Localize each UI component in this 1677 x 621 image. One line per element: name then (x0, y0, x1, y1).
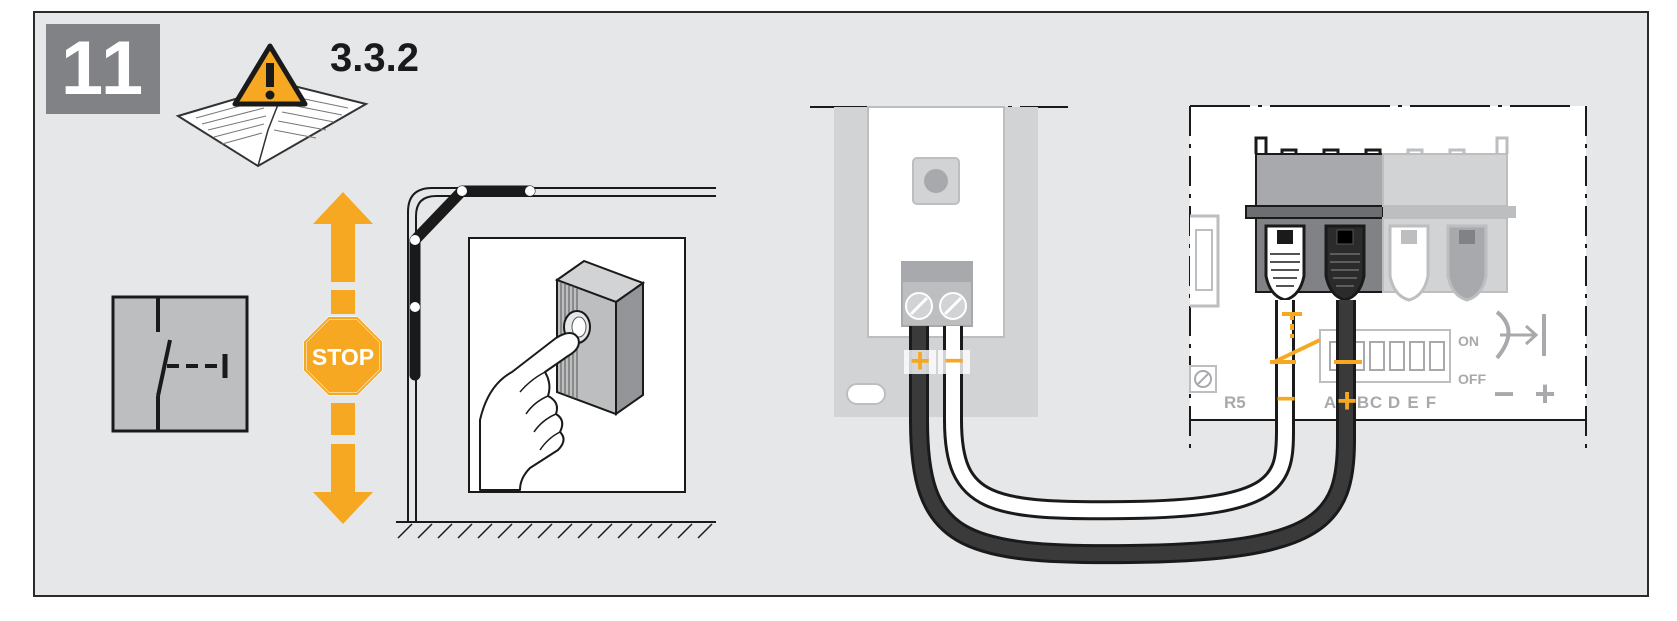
section-reference: 3.3.2 (330, 36, 419, 80)
push-button-icon[interactable] (468, 237, 686, 493)
dip-letter-b: B (1357, 393, 1369, 412)
button-plus-label: + (910, 342, 930, 380)
dip-off-label: OFF (1458, 371, 1486, 387)
dip-letter-e: E (1407, 393, 1418, 412)
dip-letter-a: A (1324, 393, 1336, 412)
board-plus-label: + (1337, 382, 1357, 420)
stop-sign-icon: STOP (303, 316, 383, 396)
board-minus-label: − (1276, 380, 1296, 418)
up-down-arrows-icon (313, 192, 373, 524)
dip-letter-d: D (1388, 393, 1400, 412)
step-number-badge: 11 (46, 24, 160, 114)
limit-switch-icon: − + (1493, 310, 1556, 414)
control-board: R5 (1189, 105, 1587, 452)
dip-letter-f: F (1426, 393, 1436, 412)
connection-cables (909, 300, 1356, 565)
button-minus-label: − (944, 342, 964, 380)
limit-minus-label: − (1493, 373, 1514, 414)
gate-scene (396, 185, 716, 539)
normally-open-switch-icon (111, 295, 249, 433)
polarity-markers: + − − + (904, 312, 1362, 420)
manual-warning-icon (175, 43, 369, 168)
dip-on-label: ON (1458, 333, 1479, 349)
dip-letter-c: C (1370, 393, 1382, 412)
trimmer-label-r5: R5 (1224, 393, 1246, 412)
limit-plus-label: + (1534, 373, 1555, 414)
stop-label: STOP (312, 344, 374, 370)
